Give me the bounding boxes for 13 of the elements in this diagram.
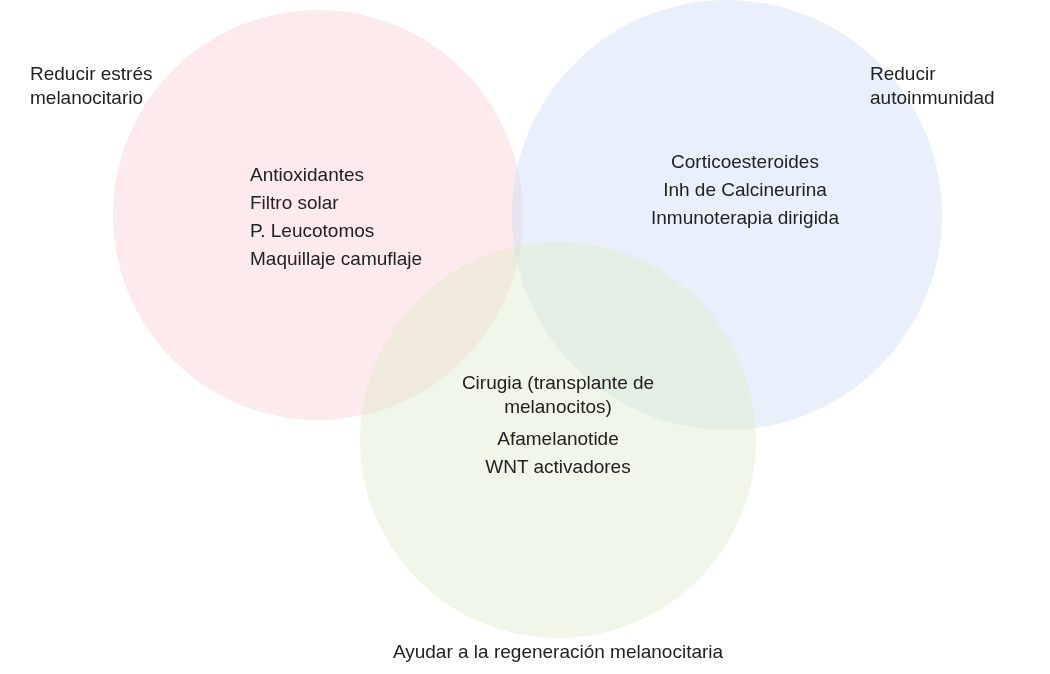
set-heading: Reducir estrés melanocitario bbox=[30, 62, 154, 110]
treatment-item: Inmunoterapia dirigida bbox=[651, 206, 839, 230]
treatment-item: Maquillaje camuflaje bbox=[250, 247, 423, 271]
treatment-item: P. Leucotomos bbox=[250, 219, 375, 243]
set-heading: Ayudar a la regeneración melanocitaria bbox=[392, 640, 724, 664]
treatment-item: WNT activadores bbox=[485, 455, 631, 479]
treatment-item: Afamelanotide bbox=[497, 427, 619, 451]
treatment-item: Inh de Calcineurina bbox=[663, 178, 827, 202]
treatment-item: Cirugia (transplante de melanocitos) bbox=[460, 371, 656, 419]
set-heading: Reducir autoinmunidad bbox=[870, 62, 996, 110]
treatment-item: Corticoesteroides bbox=[671, 150, 819, 174]
treatment-item: Filtro solar bbox=[250, 191, 339, 215]
treatment-item: Antioxidantes bbox=[250, 163, 365, 187]
